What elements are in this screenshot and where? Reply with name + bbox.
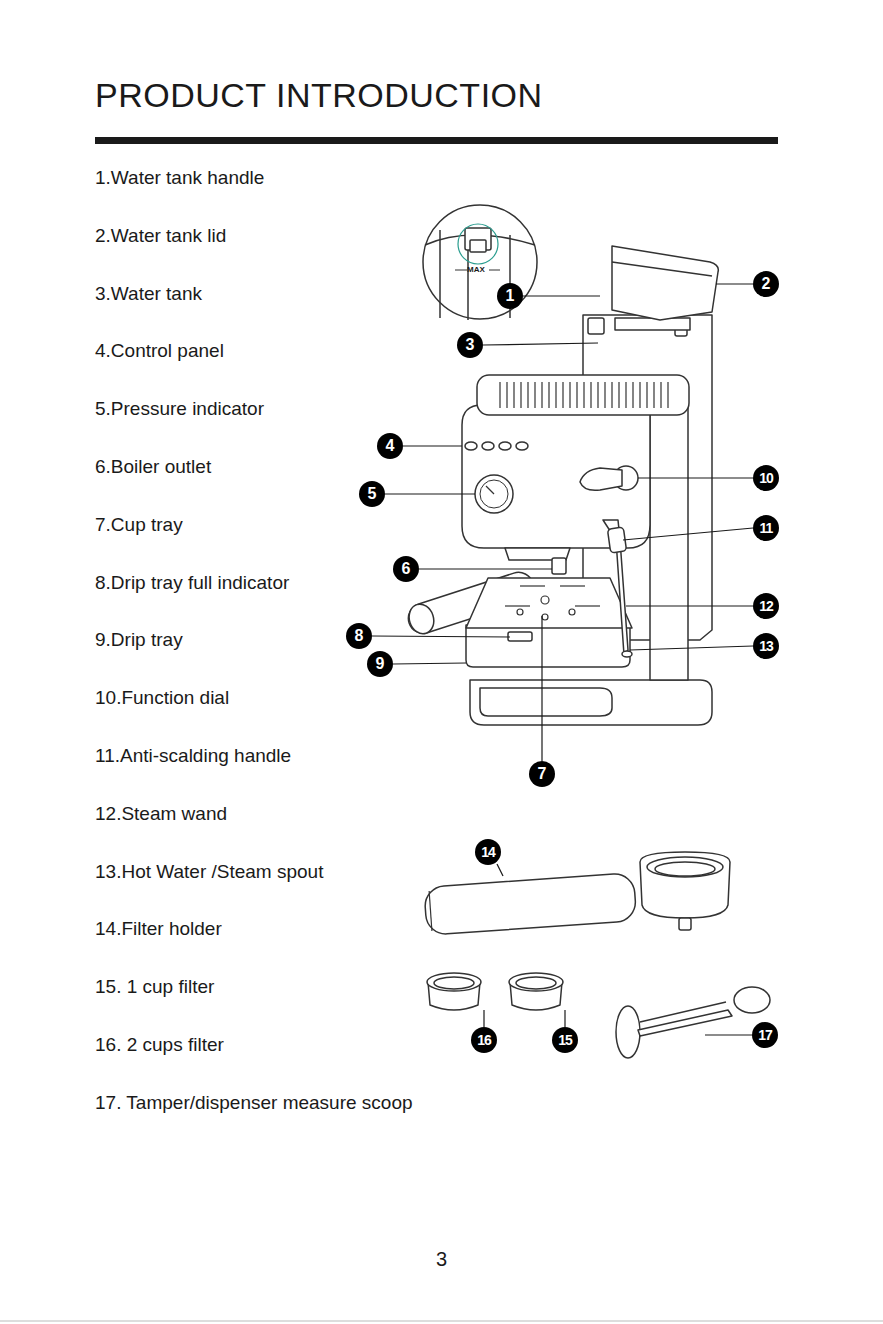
part-name: 17. Tamper/dispenser measure scoop	[95, 1093, 413, 1112]
part-name: 13.Hot Water /Steam spout	[95, 862, 323, 881]
leader-lines	[372, 284, 753, 1035]
callout-text: 1	[506, 288, 515, 304]
callout-number: 14	[475, 839, 501, 865]
part-name: 12.Steam wand	[95, 804, 227, 823]
base	[470, 680, 712, 725]
callout-number: 5	[359, 481, 385, 507]
dial-knob	[580, 468, 622, 490]
callout-number: 15	[552, 1027, 578, 1053]
callout-text: 13	[759, 639, 773, 653]
cup-warmer	[477, 375, 689, 415]
callout-number: 3	[457, 332, 483, 358]
callout-number: 7	[529, 761, 555, 787]
header-rule	[95, 137, 778, 144]
part-name: 5.Pressure indicator	[95, 399, 264, 418]
machine-head	[462, 405, 650, 548]
inset-highlight	[458, 224, 498, 264]
page-edge	[0, 1321, 883, 1322]
max-mark: MAX	[467, 266, 485, 274]
callout-number: 4	[377, 433, 403, 459]
callout-text: 5	[368, 486, 377, 502]
page-title: PRODUCT INTRODUCTION	[95, 78, 543, 112]
callout-text: 4	[386, 438, 395, 454]
callout-text: 11	[760, 521, 773, 535]
callout-text: 15	[558, 1033, 572, 1047]
callout-text: 3	[466, 337, 475, 353]
part-name: 8.Drip tray full indicator	[95, 573, 289, 592]
callout-text: 14	[481, 845, 495, 859]
drip-tray	[466, 625, 630, 667]
lid-edge	[612, 262, 712, 276]
boiler-outlet	[552, 558, 566, 574]
callout-number: 13	[753, 633, 779, 659]
inset-circle	[423, 205, 537, 319]
tamper-disc	[616, 1006, 640, 1058]
base-recess	[480, 688, 612, 716]
part-name: 10.Function dial	[95, 688, 229, 707]
tamper-arm	[638, 1010, 732, 1036]
page-number: 3	[436, 1249, 447, 1269]
part-name: 9.Drip tray	[95, 630, 183, 649]
callout-number: 1	[497, 283, 523, 309]
callout-number: 12	[753, 593, 779, 619]
tank-clip	[588, 318, 604, 334]
inset-handle-grip	[470, 240, 486, 252]
callout-number: 8	[346, 623, 372, 649]
callout-number: 2	[753, 271, 779, 297]
callout-text: 6	[402, 561, 411, 577]
callout-number: 16	[471, 1027, 497, 1053]
callout-text: 16	[477, 1033, 491, 1047]
part-name: 14.Filter holder	[95, 919, 222, 938]
callout-text: 12	[759, 599, 773, 613]
measure-scoop	[734, 987, 770, 1013]
part-name: 1.Water tank handle	[95, 168, 264, 187]
part-name: 7.Cup tray	[95, 515, 183, 534]
callout-text: 10	[759, 471, 773, 485]
part-name: 2.Water tank lid	[95, 226, 226, 245]
inset-wall	[439, 230, 441, 318]
callout-text: 17	[758, 1028, 772, 1042]
callout-text: 8	[355, 628, 364, 644]
steam-spout	[622, 651, 632, 657]
pressure-gauge	[475, 475, 513, 513]
full-indicator	[508, 632, 532, 641]
tank-handle	[615, 318, 690, 330]
callout-number: 10	[753, 465, 779, 491]
part-name: 16. 2 cups filter	[95, 1035, 224, 1054]
callout-number: 17	[752, 1022, 778, 1048]
side-panel	[650, 385, 688, 680]
espresso-machine	[404, 205, 770, 1058]
part-name: 15. 1 cup filter	[95, 977, 214, 996]
tank-lid	[612, 246, 718, 320]
callout-number: 11	[753, 515, 779, 541]
callout-text: 9	[376, 656, 385, 672]
part-name: 6.Boiler outlet	[95, 457, 211, 476]
cup-tray	[466, 578, 632, 628]
callout-text: 7	[538, 766, 547, 782]
part-name: 4.Control panel	[95, 341, 224, 360]
part-name: 3.Water tank	[95, 284, 202, 303]
filter-holder-basket	[640, 852, 730, 918]
filter-holder-handle	[424, 873, 637, 936]
callout-text: 2	[762, 276, 771, 292]
max-tick	[455, 270, 467, 271]
part-name: 11.Anti-scalding handle	[95, 746, 291, 765]
callout-number: 6	[393, 556, 419, 582]
max-tick	[489, 270, 500, 271]
callout-number: 9	[367, 651, 393, 677]
